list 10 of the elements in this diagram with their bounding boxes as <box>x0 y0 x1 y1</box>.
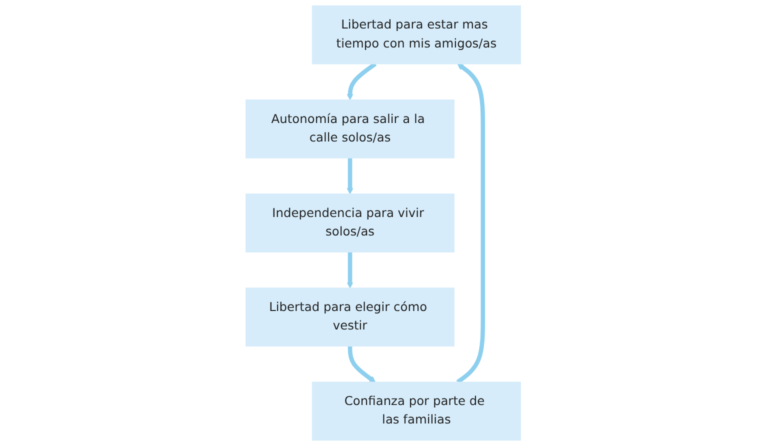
node-box: Confianza por parte de las familias <box>312 382 521 441</box>
arrow <box>346 62 376 100</box>
node-box: Libertad para elegir cómo vestir <box>245 288 454 347</box>
arrow <box>348 346 376 382</box>
arrow <box>456 64 485 384</box>
node-box: Independencia para vivir solos/as <box>245 194 454 252</box>
node-box: Libertad para estar mas tiempo con mis amigos/as <box>312 5 521 64</box>
arrow <box>346 252 353 288</box>
node-box: Autonomía para salir a la calle solos/as <box>245 99 454 158</box>
arrow <box>346 158 353 194</box>
